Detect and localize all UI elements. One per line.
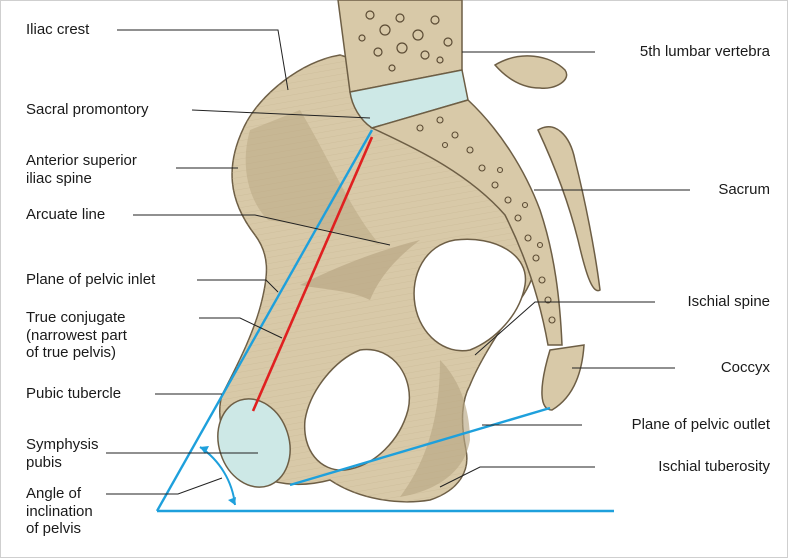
label-plane-pelvic-inlet: Plane of pelvic inlet: [26, 271, 155, 289]
label-coccyx: Coccyx: [721, 359, 770, 377]
label-true-conjugate-line2: (narrowest part: [26, 327, 127, 345]
leader-iliac-crest: [117, 30, 288, 90]
label-arcuate-line: Arcuate line: [26, 206, 105, 224]
label-angle-line1: Angle of: [26, 485, 93, 503]
label-5th-lumbar-vertebra: 5th lumbar vertebra: [640, 43, 770, 61]
label-angle-line2: inclination: [26, 503, 93, 521]
label-symphysis-pubis: Symphysis pubis: [26, 436, 99, 471]
label-ischial-tuberosity: Ischial tuberosity: [658, 458, 770, 476]
label-sacrum: Sacrum: [718, 181, 770, 199]
label-angle-of-inclination: Angle of inclination of pelvis: [26, 485, 93, 538]
coccyx: [542, 345, 584, 410]
angle-arrowhead-bottom: [228, 497, 236, 505]
label-ischial-spine: Ischial spine: [687, 293, 770, 311]
label-asis-line1: Anterior superior: [26, 152, 137, 170]
label-true-conjugate: True conjugate (narrowest part of true p…: [26, 309, 127, 362]
label-pubic-tubercle: Pubic tubercle: [26, 385, 121, 403]
vertebral-process: [495, 56, 567, 88]
label-symphysis-line2: pubis: [26, 454, 99, 472]
leader-angle: [106, 478, 222, 494]
label-angle-line3: of pelvis: [26, 520, 93, 538]
label-true-conjugate-line3: of true pelvis): [26, 344, 127, 362]
label-sacral-promontory: Sacral promontory: [26, 101, 149, 119]
label-iliac-crest: Iliac crest: [26, 21, 89, 39]
label-asis: Anterior superior iliac spine: [26, 152, 137, 187]
label-plane-pelvic-outlet: Plane of pelvic outlet: [632, 416, 770, 434]
label-asis-line2: iliac spine: [26, 170, 137, 188]
label-true-conjugate-line1: True conjugate: [26, 309, 127, 327]
label-symphysis-line1: Symphysis: [26, 436, 99, 454]
sciatic-notch: [414, 239, 525, 351]
